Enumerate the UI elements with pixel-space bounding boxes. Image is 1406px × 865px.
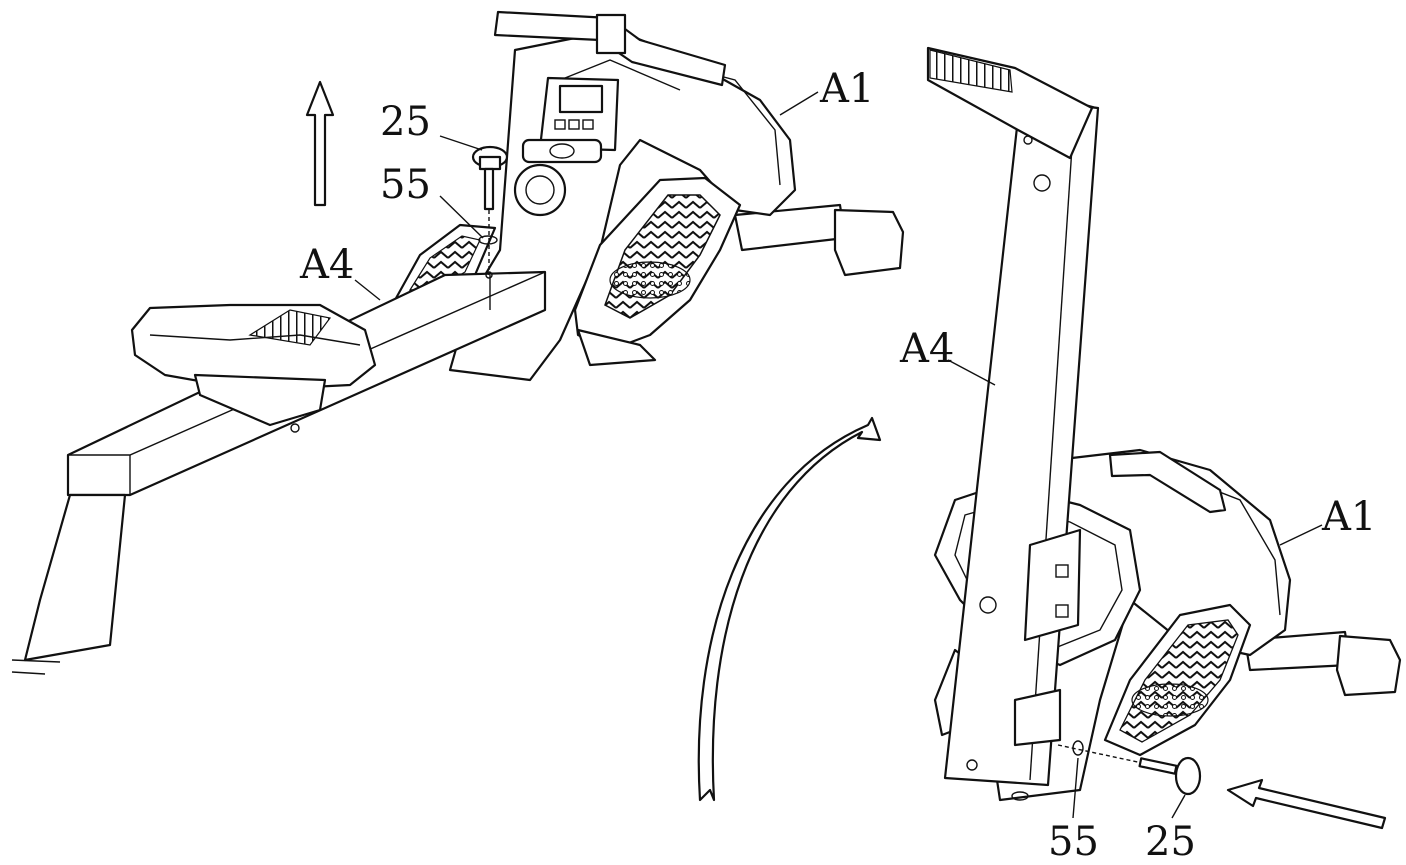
right-knob-25: [1174, 756, 1202, 796]
right-seat-carriage-ribs: [929, 49, 1013, 93]
leader-right-a1: [1279, 524, 1323, 546]
left-knob-assembly: [354, 91, 819, 301]
label-right-25: 25: [1145, 819, 1196, 865]
arrow-up-icon: [305, 80, 335, 207]
left-console-knob-strip: [521, 138, 603, 164]
right-hinge-plate: [1023, 528, 1082, 642]
label-left-a1: A1: [819, 66, 874, 112]
left-housing-top-edge: [559, 59, 681, 91]
arrow-insert-icon: [1226, 778, 1387, 830]
left-stabilizer-endcap: [833, 208, 905, 277]
right-beam-hole: [966, 759, 978, 771]
left-seat-ribs: [248, 309, 332, 346]
left-rear-foot: [11, 659, 61, 663]
left-tension-dial-center: [525, 175, 555, 205]
right-hinge-bolt: [1055, 604, 1069, 618]
label-right-a1: A1: [1321, 494, 1376, 540]
right-footrest-dots: [1131, 683, 1209, 717]
leader-left-55: [439, 195, 484, 239]
left-washer-55: [478, 235, 498, 245]
right-beam-hole: [1033, 174, 1051, 192]
leader-left-a4: [354, 279, 381, 301]
leader-right-a4: [947, 359, 996, 386]
left-handle-clip: [595, 13, 627, 55]
left-footrest-right-dots: [609, 261, 691, 299]
leader-right-55: [1072, 757, 1079, 819]
right-knob-25-bolt: [1138, 757, 1178, 775]
label-left-a4: A4: [299, 242, 354, 288]
label-right-a4: A4: [899, 326, 954, 372]
right-lower-bracket: [1013, 688, 1062, 747]
right-beam-edge: [1029, 101, 1076, 781]
left-console-button: [554, 119, 566, 130]
right-washer-55: [1072, 740, 1084, 756]
left-tension-dial: [513, 163, 567, 217]
leader-right-25: [1171, 794, 1186, 819]
left-rower-unfolded: [11, 10, 905, 675]
left-rear-leg: [23, 493, 127, 662]
left-bolt-hole: [485, 271, 493, 279]
right-carriage-bolt: [1023, 135, 1033, 145]
left-console-button: [582, 119, 594, 130]
right-hinge-bolt: [1055, 564, 1069, 578]
label-right-55: 55: [1048, 819, 1099, 865]
rotate-arrow-icon: [697, 416, 882, 802]
left-seat-bolt: [290, 423, 300, 433]
right-handle-bar: [1108, 450, 1227, 514]
right-beam-hole: [979, 596, 997, 614]
left-knob-25-bolt: [483, 167, 495, 211]
left-knob-25-body: [478, 155, 502, 171]
left-console-knob: [549, 143, 575, 159]
right-stabilizer-endcap: [1335, 634, 1402, 697]
label-left-55: 55: [380, 162, 431, 208]
left-footrest-right-heel-cup: [576, 328, 657, 367]
leader-left-25: [439, 135, 483, 151]
left-rear-foot: [11, 671, 46, 675]
left-console-screen: [558, 84, 604, 114]
left-console-button: [568, 119, 580, 130]
right-foot: [1011, 791, 1029, 801]
right-rower-folded: [926, 46, 1402, 819]
left-seat-carriage: [193, 373, 327, 427]
label-left-25: 25: [380, 99, 431, 145]
leader-left-a1: [779, 91, 819, 116]
